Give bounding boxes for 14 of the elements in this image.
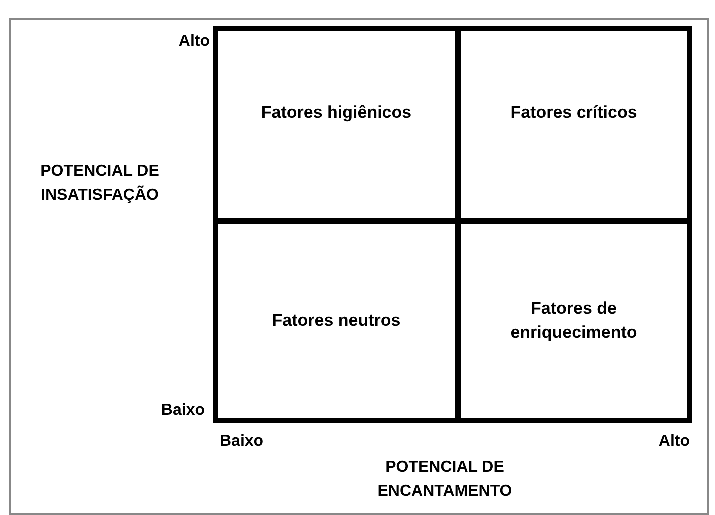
x-axis-high-label: Alto bbox=[658, 432, 690, 452]
quadrant-cell bbox=[218, 31, 455, 218]
y-axis-title: POTENCIAL DE INSATISFAÇÃO bbox=[40, 162, 160, 206]
quadrant-cell bbox=[218, 224, 455, 418]
quadrant-cell bbox=[461, 31, 687, 218]
y-axis-low-label: Baixo bbox=[160, 401, 205, 421]
quadrant-label: Fatores críticos bbox=[510, 102, 638, 124]
quadrant-label: Fatores neutros bbox=[272, 310, 401, 332]
quadrant-label: Fatores de enriquecimento bbox=[510, 298, 638, 344]
x-axis-low-label: Baixo bbox=[220, 432, 265, 452]
quadrant-label: Fatores higiênicos bbox=[261, 102, 412, 124]
y-axis-high-label: Alto bbox=[178, 32, 210, 52]
x-axis-title: POTENCIAL DE ENCANTAMENTO bbox=[376, 458, 514, 502]
quadrant-cell bbox=[461, 224, 687, 418]
